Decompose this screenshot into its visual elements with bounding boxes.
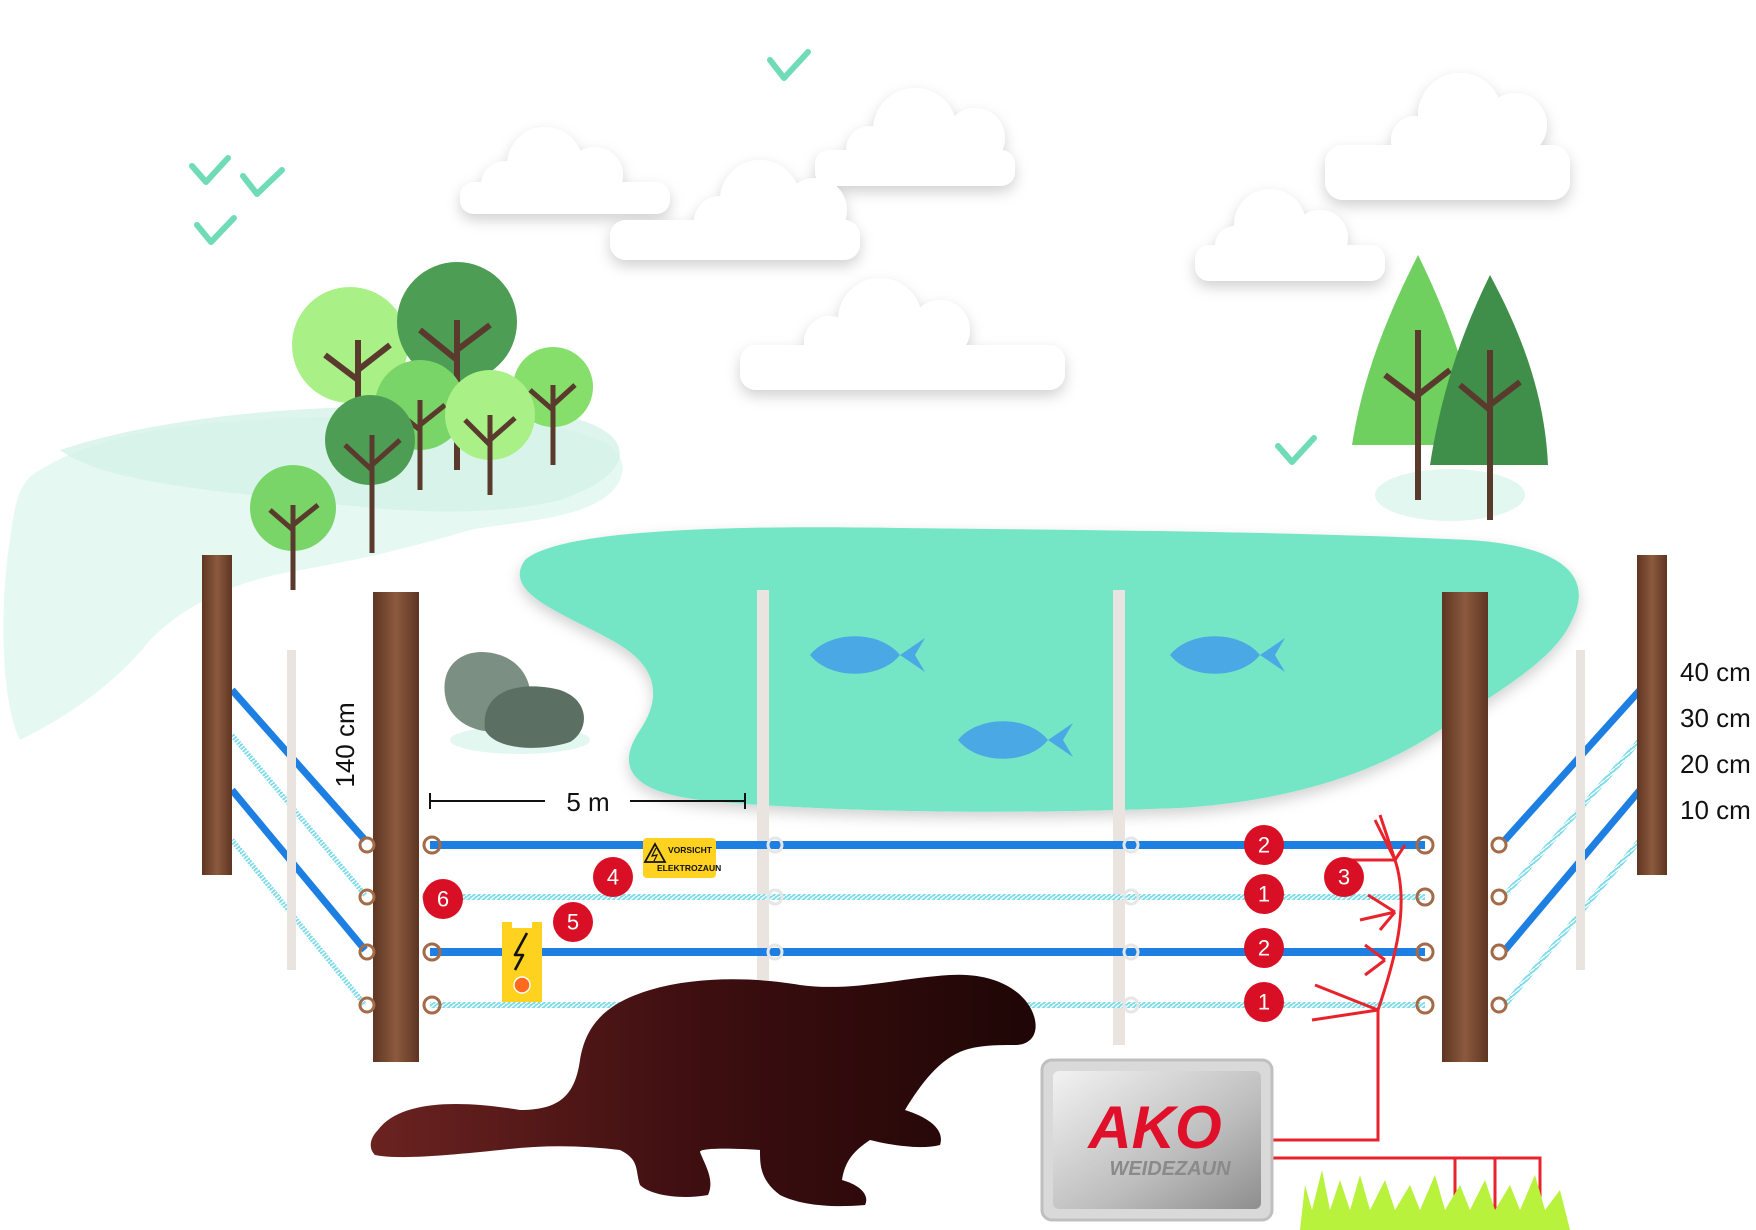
fish-icon [1170, 636, 1285, 674]
bird-icon [767, 49, 811, 81]
marker-6: 6 [423, 879, 463, 919]
rocks [444, 651, 584, 748]
cloud-2 [610, 160, 860, 260]
height-labels: 40 cm 30 cm 20 cm 10 cm [1680, 657, 1751, 825]
wooden-post [202, 555, 232, 875]
svg-text:4: 4 [607, 865, 619, 890]
plastic-post [1113, 590, 1125, 1045]
fish [810, 636, 1285, 759]
lightning-tag [502, 918, 542, 1002]
insulators [358, 835, 1508, 1015]
measurement-spacing: 5 m [429, 787, 746, 817]
wooden-post [373, 592, 419, 1062]
marker-2-top: 2 [1244, 825, 1284, 865]
pond [519, 527, 1579, 812]
deciduous-trees [250, 262, 593, 590]
cloud-5 [1195, 189, 1385, 281]
cloud-4 [1325, 73, 1570, 200]
plastic-post [287, 650, 296, 970]
numbered-markers: 2 1 2 1 3 4 5 6 [423, 825, 1364, 1022]
svg-text:6: 6 [437, 887, 449, 912]
bird-icon [189, 155, 231, 185]
brand-logo: AKO [1086, 1094, 1221, 1161]
height-label-20: 20 cm [1680, 749, 1751, 779]
tree-icon [445, 370, 535, 495]
cloud-1 [460, 127, 670, 214]
height-label-10: 10 cm [1680, 795, 1751, 825]
fish-icon [810, 636, 925, 674]
svg-text:5: 5 [567, 910, 579, 935]
warning-sign-line1: VORSICHT [668, 845, 713, 855]
warning-triangle-icon [643, 842, 667, 863]
marker-1-bottom: 1 [1244, 982, 1284, 1022]
svg-text:1: 1 [1258, 882, 1270, 907]
conifer-icon [1430, 275, 1548, 520]
clouds [460, 73, 1570, 390]
plastic-post [757, 590, 769, 980]
warning-sign-line2: ELEKTROZAUN [657, 863, 721, 873]
marker-3: 3 [1324, 857, 1364, 897]
marker-5: 5 [553, 902, 593, 942]
svg-text:2: 2 [1258, 936, 1270, 961]
grass [1300, 1170, 1570, 1230]
marker-1-second: 1 [1244, 874, 1284, 914]
energizer-box: AKO WEIDEZAUN [1040, 1058, 1274, 1222]
supply-wire [1270, 814, 1542, 1220]
tree-icon [250, 465, 336, 590]
bird-icon [1275, 435, 1317, 465]
height-label-40: 40 cm [1680, 657, 1751, 687]
bird-icon [240, 167, 285, 197]
spacing-label: 5 m [566, 787, 609, 817]
otter-silhouette [370, 974, 1036, 1207]
cloud-6 [740, 278, 1065, 390]
svg-text:2: 2 [1258, 833, 1270, 858]
right-side-wires [1502, 687, 1643, 1007]
height-label-30: 30 cm [1680, 703, 1751, 733]
tree-icon [292, 287, 408, 460]
brand-subtext: WEIDEZAUN [1109, 1158, 1231, 1180]
warning-sign: VORSICHT ELEKTROZAUN [643, 838, 721, 878]
svg-text:3: 3 [1338, 865, 1350, 890]
bird-icon [194, 215, 237, 245]
marker-2-third: 2 [1244, 928, 1284, 968]
wooden-post [1637, 555, 1667, 875]
lightning-icon [513, 932, 529, 971]
birds [189, 49, 1317, 465]
marker-4: 4 [593, 857, 633, 897]
plastic-post [1576, 650, 1585, 970]
left-side-wires [229, 687, 368, 1007]
post-height-label: 140 cm [330, 702, 360, 787]
svg-text:1: 1 [1258, 990, 1270, 1015]
tree-icon [325, 395, 415, 553]
fish-icon [958, 721, 1073, 759]
sun-icon [513, 976, 531, 994]
cloud-3 [815, 88, 1015, 186]
wooden-post [1442, 592, 1488, 1062]
conifer-trees [1352, 255, 1548, 520]
